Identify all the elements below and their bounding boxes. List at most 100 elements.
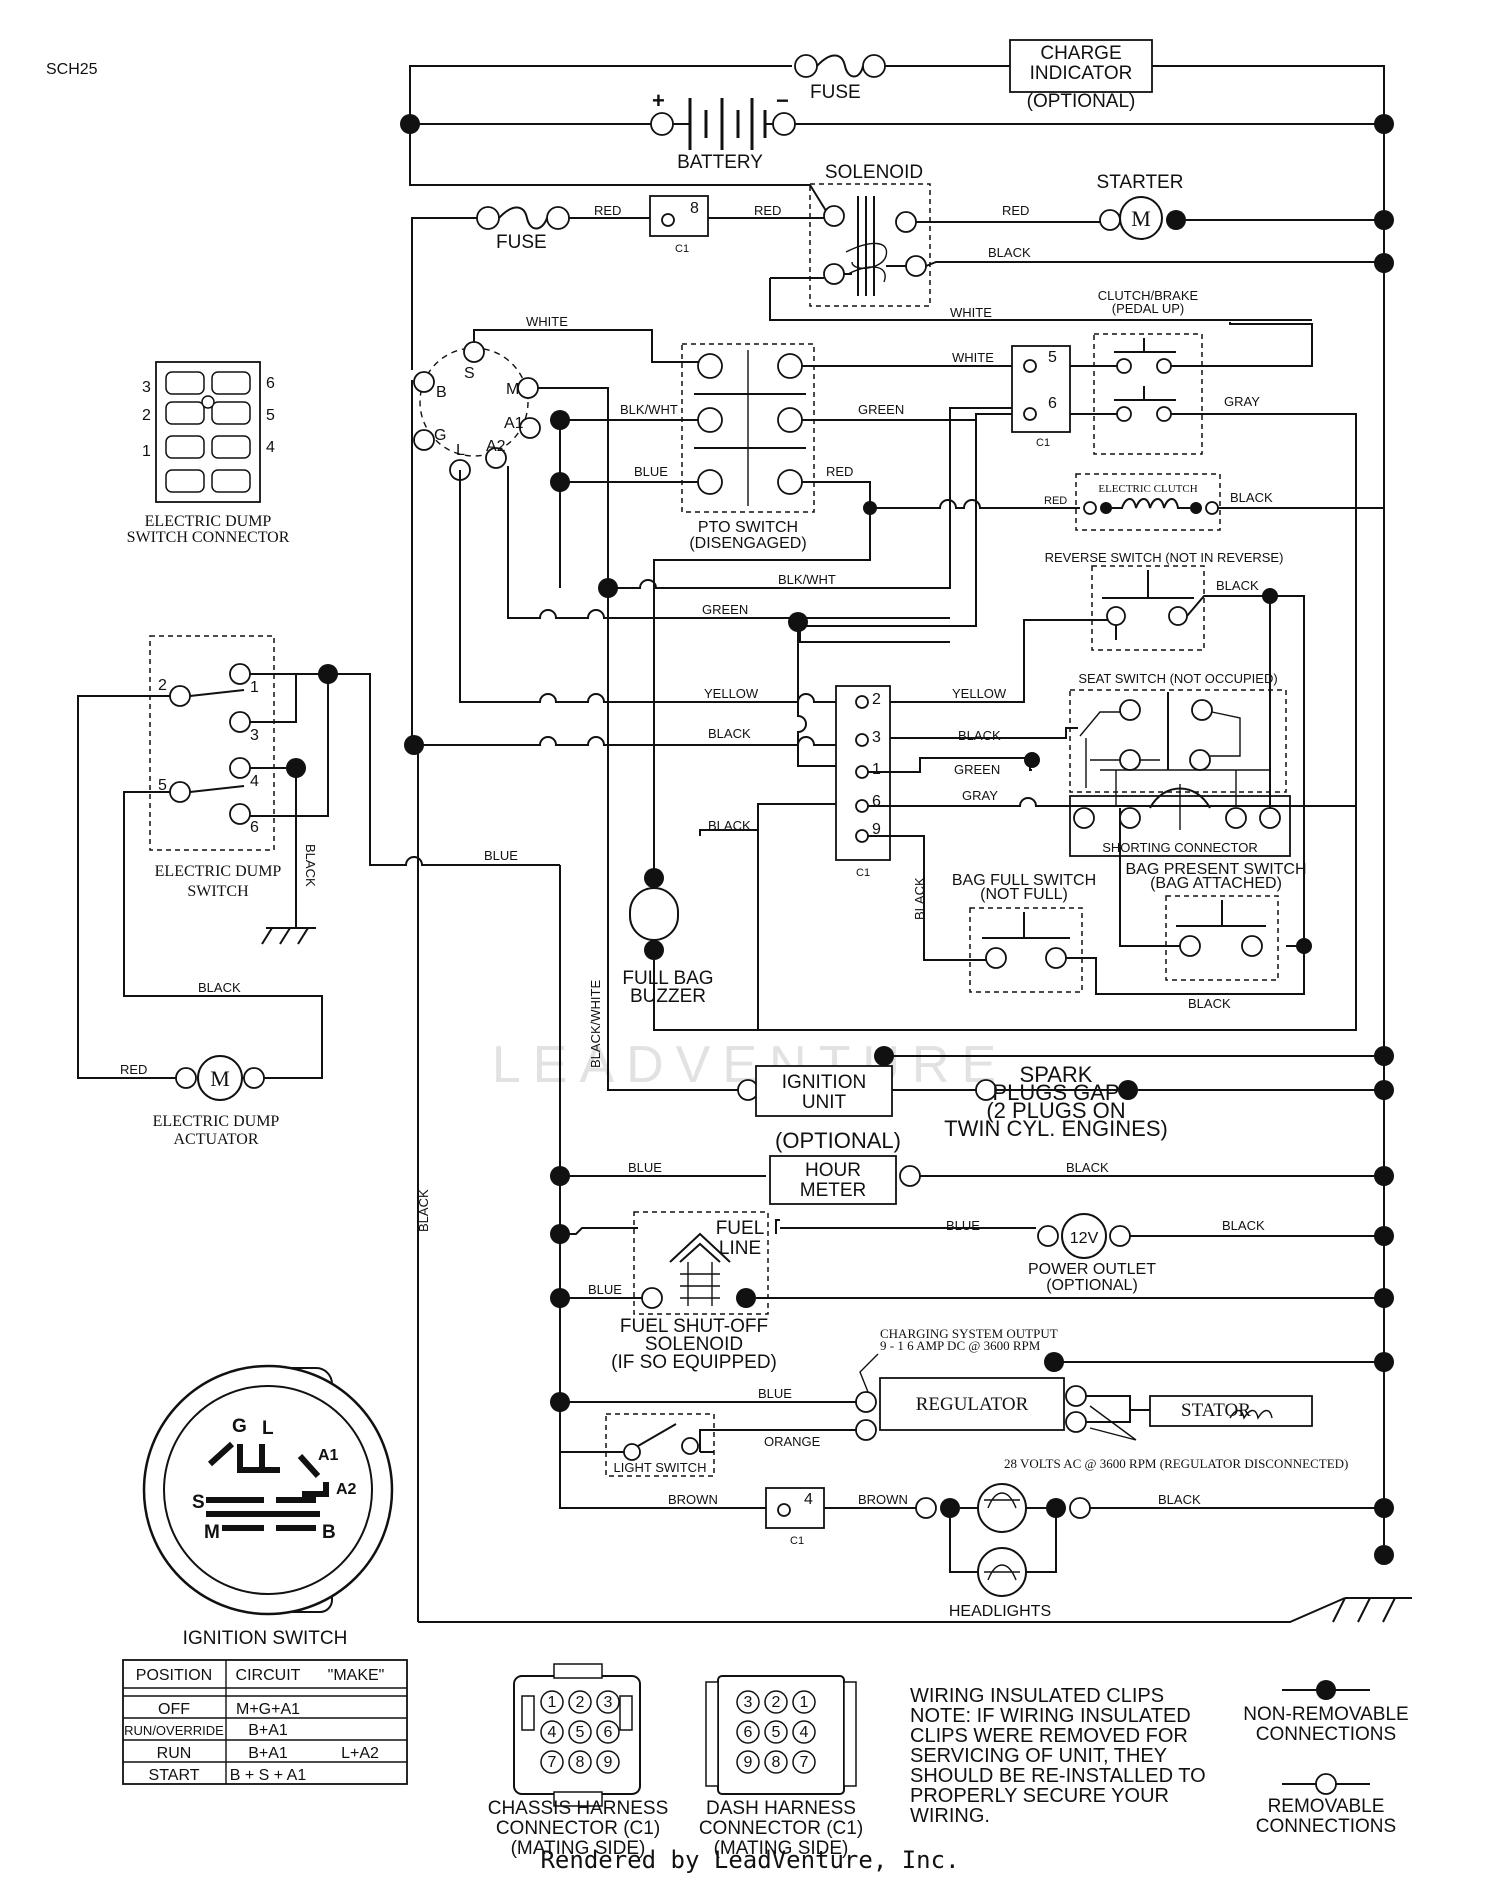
starter: STARTER M bbox=[1097, 172, 1186, 240]
svg-text:CHASSIS HARNESS: CHASSIS HARNESS bbox=[488, 1798, 669, 1819]
light-switch: LIGHT SWITCH bbox=[605, 1413, 715, 1477]
svg-text:BLACK: BLACK bbox=[303, 844, 318, 887]
legend: NON-REMOVABLE CONNECTIONS REMOVABLE CONN… bbox=[1243, 1680, 1409, 1837]
svg-text:(PEDAL UP): (PEDAL UP) bbox=[1112, 301, 1184, 316]
svg-text:WIRING INSULATED CLIPS: WIRING INSULATED CLIPS bbox=[910, 1685, 1164, 1707]
ignition-unit: IGNITION UNIT bbox=[755, 1065, 893, 1117]
node bbox=[1374, 210, 1394, 230]
svg-text:SWITCH CONNECTOR: SWITCH CONNECTOR bbox=[127, 529, 290, 546]
solenoid: SOLENOID bbox=[809, 162, 931, 307]
reverse-switch: REVERSE SWITCH (NOT IN REVERSE) bbox=[1045, 550, 1283, 651]
svg-text:RED: RED bbox=[120, 1062, 147, 1077]
svg-text:PLUGS GAP: PLUGS GAP bbox=[992, 1080, 1119, 1105]
svg-text:BLACK: BLACK bbox=[416, 1189, 431, 1232]
svg-text:BLK/WHT: BLK/WHT bbox=[778, 572, 836, 587]
svg-text:S: S bbox=[192, 1492, 205, 1513]
headlights: HEADLIGHTS bbox=[915, 1483, 1091, 1620]
connector-c1-56 bbox=[1011, 345, 1071, 433]
svg-text:C1: C1 bbox=[856, 867, 870, 879]
svg-text:C1: C1 bbox=[1036, 437, 1050, 449]
svg-text:(OPTIONAL): (OPTIONAL) bbox=[1046, 1277, 1138, 1294]
svg-text:CONNECTOR (C1): CONNECTOR (C1) bbox=[496, 1818, 660, 1839]
svg-text:1: 1 bbox=[142, 443, 151, 460]
wire-black-main bbox=[411, 380, 862, 746]
svg-text:9 - 1 6 AMP DC @ 3600 RPM: 9 - 1 6 AMP DC @ 3600 RPM bbox=[880, 1338, 1041, 1353]
svg-text:RED: RED bbox=[1002, 203, 1029, 218]
svg-text:4: 4 bbox=[800, 1724, 809, 1741]
svg-text:BLUE: BLUE bbox=[628, 1160, 662, 1175]
power-outlet: 12V POWER OUTLET (OPTIONAL) bbox=[1028, 1213, 1156, 1294]
svg-text:2: 2 bbox=[142, 407, 151, 424]
svg-text:RUN: RUN bbox=[157, 1745, 192, 1762]
svg-text:WHITE: WHITE bbox=[950, 305, 992, 320]
bag-present-switch: BAG PRESENT SWITCH (BAG ATTACHED) bbox=[1125, 861, 1307, 981]
svg-text:SPARK: SPARK bbox=[1020, 1062, 1093, 1087]
svg-text:SHORTING CONNECTOR: SHORTING CONNECTOR bbox=[1102, 840, 1258, 855]
wire-white-solenoid bbox=[769, 278, 1312, 321]
pto-switch: PTO SWITCH (DISENGAGED) bbox=[681, 343, 815, 552]
svg-text:HEADLIGHTS: HEADLIGHTS bbox=[949, 1603, 1051, 1620]
wire-clutch-white bbox=[1070, 322, 1313, 367]
svg-text:WIRING.: WIRING. bbox=[910, 1805, 990, 1827]
wire-blkwht-c1 bbox=[608, 407, 1012, 589]
wire-green-pto bbox=[802, 413, 1012, 421]
svg-text:CONNECTOR (C1): CONNECTOR (C1) bbox=[699, 1818, 863, 1839]
svg-text:ELECTRIC CLUTCH: ELECTRIC CLUTCH bbox=[1098, 483, 1197, 495]
svg-text:BLACK: BLACK bbox=[1066, 1160, 1109, 1175]
svg-text:SHOULD BE RE-INSTALLED TO: SHOULD BE RE-INSTALLED TO bbox=[910, 1765, 1206, 1787]
clutch-brake-switch: CLUTCH/BRAKE (PEDAL UP) bbox=[1093, 288, 1203, 455]
svg-text:BLACK: BLACK bbox=[708, 726, 751, 741]
svg-text:G: G bbox=[232, 1416, 247, 1437]
svg-text:5: 5 bbox=[1048, 349, 1057, 366]
svg-text:SEAT SWITCH (NOT OCCUPIED): SEAT SWITCH (NOT OCCUPIED) bbox=[1078, 671, 1277, 686]
svg-text:RED: RED bbox=[826, 464, 853, 479]
svg-text:UNIT: UNIT bbox=[802, 1092, 847, 1113]
svg-text:M: M bbox=[1131, 206, 1151, 231]
svg-text:RUN/OVERRIDE: RUN/OVERRIDE bbox=[124, 1723, 224, 1738]
svg-text:METER: METER bbox=[800, 1180, 867, 1201]
svg-text:4: 4 bbox=[250, 773, 259, 790]
svg-text:BAG FULL SWITCH: BAG FULL SWITCH bbox=[952, 872, 1096, 889]
svg-text:4: 4 bbox=[266, 439, 275, 456]
svg-text:BLACK: BLACK bbox=[1222, 1218, 1265, 1233]
svg-text:STATOR: STATOR bbox=[1181, 1400, 1251, 1421]
svg-text:BAG PRESENT SWITCH: BAG PRESENT SWITCH bbox=[1125, 861, 1306, 878]
svg-text:1: 1 bbox=[872, 761, 881, 778]
svg-text:BLACK: BLACK bbox=[1188, 996, 1231, 1011]
svg-text:4: 4 bbox=[804, 1491, 813, 1508]
svg-text:LINE: LINE bbox=[719, 1238, 761, 1259]
ignition-switch: G L A1 A2 S M B IGNITION SWITCH bbox=[142, 1364, 394, 1649]
svg-text:IGNITION: IGNITION bbox=[782, 1072, 866, 1093]
svg-text:12V: 12V bbox=[1070, 1230, 1099, 1247]
svg-text:CONNECTIONS: CONNECTIONS bbox=[1256, 1724, 1396, 1745]
svg-text:M: M bbox=[210, 1066, 230, 1091]
svg-text:BROWN: BROWN bbox=[858, 1492, 908, 1507]
wire-black-white bbox=[607, 588, 738, 1091]
svg-text:BLACK: BLACK bbox=[958, 728, 1001, 743]
optional-label: (OPTIONAL) bbox=[775, 1128, 901, 1153]
svg-text:B: B bbox=[322, 1522, 336, 1543]
svg-text:CHARGING SYSTEM OUTPUT: CHARGING SYSTEM OUTPUT bbox=[880, 1326, 1058, 1341]
svg-text:TWIN CYL. ENGINES): TWIN CYL. ENGINES) bbox=[944, 1116, 1168, 1141]
dash-harness-connector: 3 2 1 6 5 4 9 8 7 DASH HARNESS CONNECTOR… bbox=[699, 1675, 863, 1859]
svg-text:GRAY: GRAY bbox=[962, 788, 998, 803]
svg-text:1: 1 bbox=[800, 1694, 809, 1711]
svg-text:STARTER: STARTER bbox=[1097, 172, 1184, 193]
svg-text:L: L bbox=[262, 1418, 274, 1439]
svg-text:6: 6 bbox=[1048, 395, 1057, 412]
svg-text:SOLENOID: SOLENOID bbox=[645, 1334, 743, 1355]
charge-indicator: CHARGE INDICATOR (OPTIONAL) bbox=[1009, 39, 1153, 112]
svg-text:6: 6 bbox=[250, 819, 259, 836]
battery: + − BATTERY bbox=[650, 88, 796, 173]
svg-text:2: 2 bbox=[158, 677, 167, 694]
svg-text:PTO SWITCH: PTO SWITCH bbox=[698, 519, 798, 536]
svg-text:3: 3 bbox=[142, 379, 151, 396]
svg-text:9: 9 bbox=[604, 1754, 613, 1771]
svg-text:−: − bbox=[776, 88, 789, 113]
hour-meter bbox=[769, 1155, 897, 1205]
svg-text:8: 8 bbox=[690, 200, 699, 217]
svg-text:BLUE: BLUE bbox=[758, 1386, 792, 1401]
wire-yellow bbox=[459, 470, 862, 703]
svg-text:ORANGE: ORANGE bbox=[764, 1434, 821, 1449]
svg-text:SOLENOID: SOLENOID bbox=[825, 162, 923, 183]
